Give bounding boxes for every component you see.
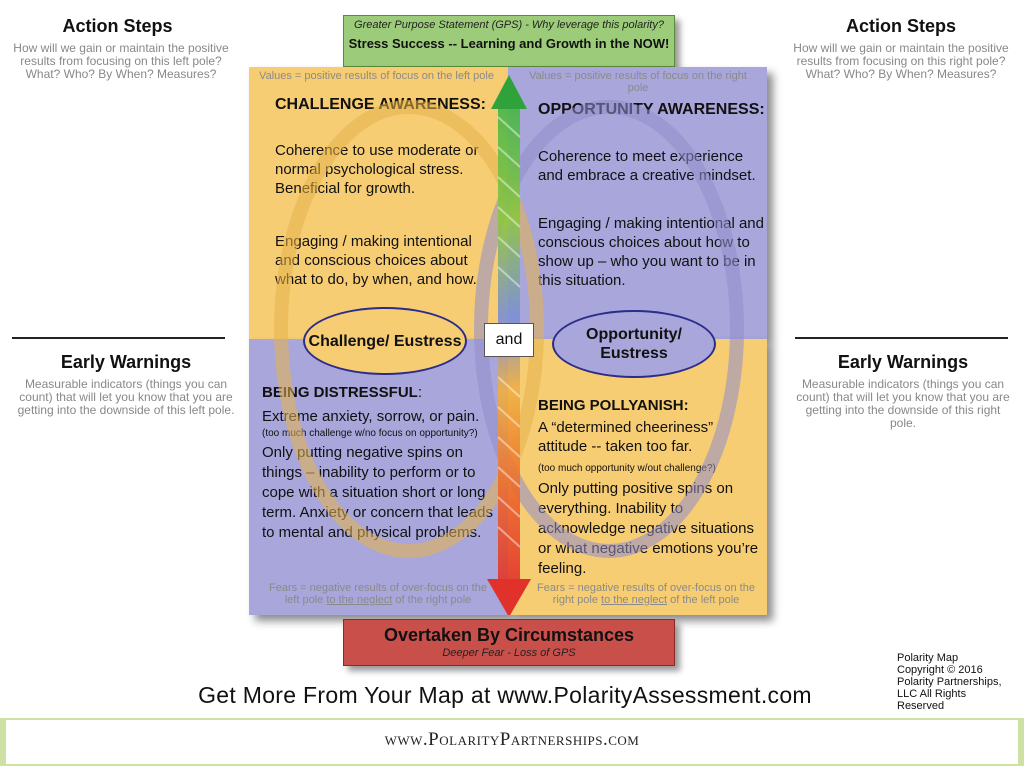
deeper-fear-label: Deeper Fear - Loss of GPS	[442, 647, 576, 659]
gps-statement: Stress Success -- Learning and Growth in…	[348, 36, 670, 51]
left-action-steps-description: How will we gain or maintain the positiv…	[13, 41, 229, 81]
left-fears-hint: Fears = negative results of over-focus o…	[263, 582, 493, 606]
footer-website-link[interactable]: www.PolarityPartnerships.com	[384, 729, 640, 750]
being-pollyanish-text: Only putting positive spins on everythin…	[538, 480, 759, 577]
being-distressful-heading: BEING DISTRESSFUL:	[262, 384, 502, 401]
left-divider	[12, 337, 225, 339]
and-connector: and	[484, 323, 534, 357]
being-distressful-heading-text: BEING DISTRESSFUL	[262, 384, 418, 401]
greater-purpose-statement-box: Greater Purpose Statement (GPS) - Why le…	[343, 15, 675, 67]
opportunity-awareness-text-2: Engaging / making intentional and consci…	[538, 215, 764, 289]
right-divider	[795, 337, 1008, 339]
deeper-fear-statement: Overtaken By Circumstances	[383, 625, 635, 645]
opportunity-awareness-text-1: Coherence to meet experience and embrace…	[538, 148, 756, 184]
challenge-awareness-heading: CHALLENGE AWARENESS:	[275, 96, 486, 113]
right-fears-hint-text: Fears = negative results of over-focus o…	[537, 582, 755, 606]
footer-inner	[6, 720, 1018, 764]
left-fears-hint-underlined: to the neglect	[326, 594, 393, 606]
left-fears-hint-tail: of the right pole	[392, 594, 472, 606]
quadrant-top-right: Values = positive results of focus on th…	[508, 67, 767, 339]
being-pollyanish-note: (too much opportunity w/out challenge?)	[538, 463, 716, 474]
left-fears-hint-text: Fears = negative results of over-focus o…	[269, 582, 487, 606]
right-action-steps-description: How will we gain or maintain the positiv…	[793, 41, 1009, 81]
quadrant-top-left: Values = positive results of focus on th…	[249, 67, 508, 339]
challenge-awareness-text-1: Coherence to use moderate or normal psyc…	[275, 142, 479, 197]
left-pole-challenge-eustress: Challenge/ Eustress	[303, 307, 467, 375]
being-distressful-note: (too much challenge w/no focus on opport…	[262, 428, 478, 439]
right-fears-hint-underlined: to the neglect	[601, 594, 668, 606]
copyright-notice: Polarity Map Copyright © 2016 Polarity P…	[897, 652, 1002, 712]
right-fears-hint: Fears = negative results of over-focus o…	[536, 582, 756, 606]
right-early-warnings-description: Measurable indicators (things you can co…	[796, 377, 1010, 430]
left-values-hint: Values = positive results of focus on th…	[259, 70, 494, 82]
call-to-action-link[interactable]: Get More From Your Map at www.PolarityAs…	[198, 682, 812, 708]
being-pollyanish-line-1: A “determined cheeriness” attitude -- ta…	[538, 419, 714, 455]
right-action-steps-title: Action Steps	[845, 16, 956, 36]
right-early-warnings-title: Early Warnings	[837, 352, 969, 372]
gps-label: Greater Purpose Statement (GPS) - Why le…	[354, 19, 664, 31]
right-fears-hint-tail: of the left pole	[667, 594, 740, 606]
deeper-fear-box: Overtaken By Circumstances Deeper Fear -…	[343, 619, 675, 666]
being-distressful-heading-colon: :	[417, 384, 423, 401]
left-early-warnings-description: Measurable indicators (things you can co…	[17, 377, 235, 417]
being-distressful-line-1: Extreme anxiety, sorrow, or pain.	[262, 408, 480, 425]
left-early-warnings-title: Early Warnings	[60, 352, 192, 372]
quadrant-bottom-left: BEING DISTRESSFUL: Extreme anxiety, sorr…	[249, 339, 508, 615]
right-values-hint: Values = positive results of focus on th…	[529, 70, 747, 94]
being-pollyanish-heading: BEING POLLYANISH:	[538, 397, 689, 414]
opportunity-awareness-heading: OPPORTUNITY AWARENESS:	[538, 101, 765, 118]
being-distressful-text: Only putting negative spins on things – …	[262, 444, 493, 541]
challenge-awareness-text-2: Engaging / making intentional and consci…	[275, 233, 477, 288]
right-pole-opportunity-eustress: Opportunity/ Eustress	[552, 310, 716, 378]
left-action-steps-title: Action Steps	[62, 16, 173, 36]
quadrant-bottom-right: BEING POLLYANISH: A “determined cheerine…	[508, 339, 767, 615]
